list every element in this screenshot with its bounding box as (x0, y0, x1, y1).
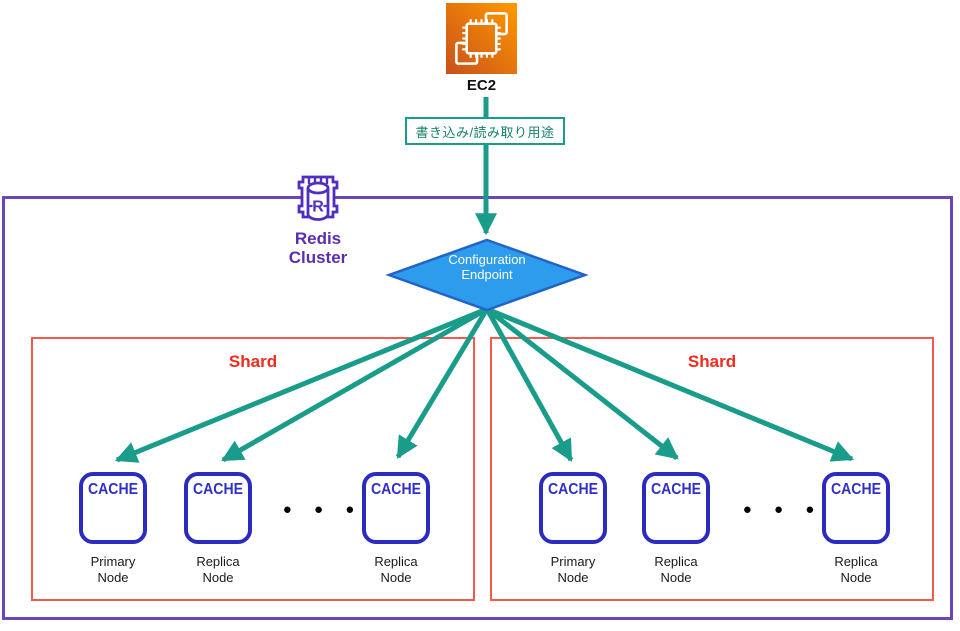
cache-node-label: Replica Node (196, 554, 240, 585)
cache-node-right-primary: CACHE (539, 472, 607, 544)
cache-node-text: CACHE (370, 481, 422, 498)
shard-title: Shard (687, 352, 737, 371)
cache-node-text: CACHE (830, 481, 882, 498)
cache-node-left-replica-1: CACHE (184, 472, 252, 544)
cache-node-left-primary: CACHE (79, 472, 147, 544)
usage-label-text: 書き込み/読み取り用途 (415, 124, 555, 140)
cache-node-label: Replica Node (654, 554, 698, 585)
cache-node-text: CACHE (87, 481, 139, 498)
usage-label-box: 書き込み/読み取り用途 (405, 117, 565, 145)
ec2-icon (446, 3, 517, 74)
redis-cluster-boundary (2, 196, 953, 620)
cache-node-label: Primary Node (90, 554, 136, 585)
shard-title: Shard (228, 352, 278, 371)
cache-node-text: CACHE (547, 481, 599, 498)
configuration-endpoint-label: Configuration Endpoint (448, 252, 526, 282)
cache-node-right-replica-2: CACHE (822, 472, 890, 544)
cache-node-label: Replica Node (374, 554, 418, 585)
more-nodes-ellipsis: ● ● ● (742, 501, 824, 518)
shard-right: Shard CACHE Primary Node CACHE Replica N… (490, 337, 934, 601)
elasticache-redis-icon: R (297, 175, 339, 221)
cache-node-left-replica-2: CACHE (362, 472, 430, 544)
cache-node-right-replica-1: CACHE (642, 472, 710, 544)
shard-left: Shard CACHE Primary Node CACHE Replica N… (31, 337, 475, 601)
cache-node-label: Primary Node (550, 554, 596, 585)
redis-cluster-label: Redis Cluster (288, 229, 348, 267)
ec2-label: EC2 (466, 77, 497, 94)
cache-node-text: CACHE (650, 481, 702, 498)
svg-text:R: R (312, 199, 324, 216)
more-nodes-ellipsis: ● ● ● (282, 501, 364, 518)
cache-node-label: Replica Node (834, 554, 878, 585)
cache-node-text: CACHE (192, 481, 244, 498)
